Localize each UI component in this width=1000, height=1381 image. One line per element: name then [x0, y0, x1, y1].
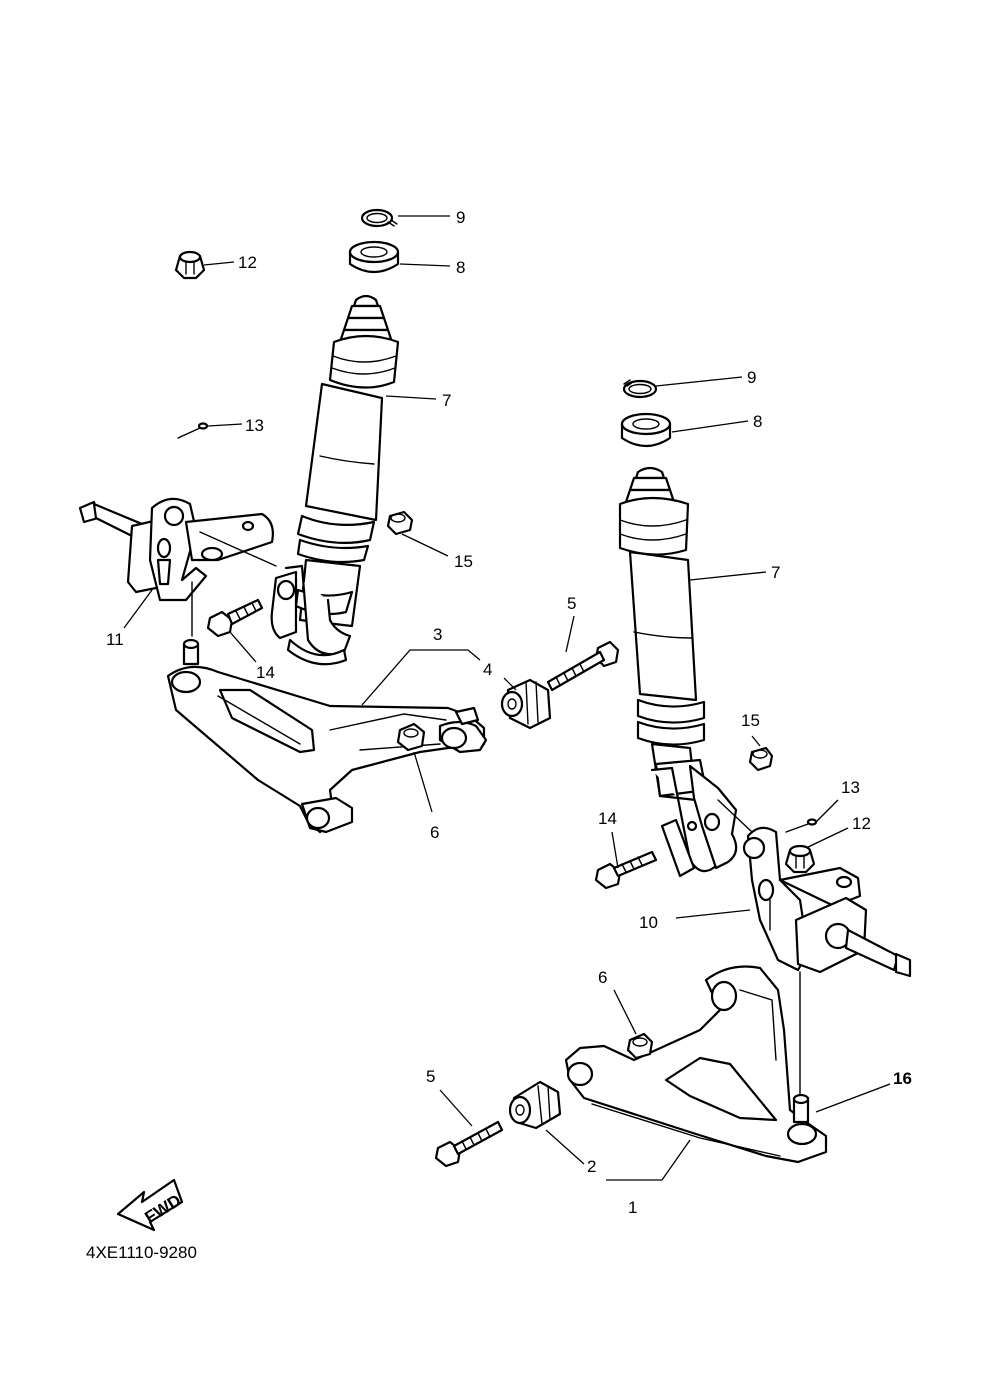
- castle-nut-right: [784, 844, 816, 874]
- callout-14-left: 14: [256, 663, 275, 682]
- callout-labels: 9 8 7 13 12 15 11 14 3 4 5 6 9 8 7 15 13…: [106, 208, 912, 1217]
- cotter-pin-right: [785, 818, 818, 833]
- callout-2: 2: [587, 1157, 596, 1176]
- bolt-left-shock: [206, 598, 264, 638]
- callout-16: 16: [893, 1069, 912, 1088]
- nut-right-arm: [626, 1032, 654, 1060]
- callout-12-right: 12: [852, 814, 871, 833]
- callout-4: 4: [483, 660, 492, 679]
- callout-15-left: 15: [454, 552, 473, 571]
- cotter-pin-left: [177, 422, 209, 439]
- forward-arrow-icon: FWD: [116, 1178, 184, 1232]
- nut-right: [748, 746, 774, 772]
- shock-absorber-left: [270, 294, 400, 666]
- steering-knuckle-left: [78, 497, 277, 602]
- lower-arm-right: [564, 965, 828, 1164]
- shock-absorber-right: [618, 466, 738, 878]
- steering-knuckle-right: [717, 799, 912, 978]
- callout-9-left: 9: [456, 208, 465, 227]
- callout-6-left: 6: [430, 823, 439, 842]
- callout-5-right: 5: [426, 1067, 435, 1086]
- bolt-right-shock: [594, 850, 658, 890]
- circlip-right: [622, 379, 658, 399]
- nut-left-arm: [396, 722, 426, 752]
- bushing-left-arm: [500, 678, 552, 730]
- bushing-right-top: [620, 412, 672, 448]
- callout-7-left: 7: [442, 391, 451, 410]
- callout-5-left: 5: [567, 594, 576, 613]
- lower-arm-left: [166, 638, 488, 834]
- callout-15-right: 15: [741, 711, 760, 730]
- bolt-right-arm: [434, 1120, 504, 1168]
- diagram-code: 4XE1110-9280: [86, 1243, 197, 1262]
- bolt-left-arm: [546, 640, 620, 692]
- callout-11: 11: [106, 630, 124, 649]
- bushing-right-arm: [508, 1080, 562, 1130]
- callout-3: 3: [433, 625, 442, 644]
- bushing-left-top: [348, 240, 400, 274]
- callout-10: 10: [639, 913, 658, 932]
- leader-lines: [123, 215, 891, 1181]
- callout-8-left: 8: [456, 258, 465, 277]
- callout-14-right: 14: [598, 809, 617, 828]
- callout-13-right: 13: [841, 778, 860, 797]
- callout-7-right: 7: [771, 563, 780, 582]
- callout-12-left: 12: [238, 253, 257, 272]
- circlip-left: [360, 208, 398, 228]
- callout-6-right: 6: [598, 968, 607, 987]
- nut-left: [386, 510, 414, 536]
- callout-9-right: 9: [747, 368, 756, 387]
- callout-1: 1: [628, 1198, 637, 1217]
- callout-13-left: 13: [245, 416, 264, 435]
- callout-8-right: 8: [753, 412, 762, 431]
- castle-nut-left: [174, 250, 206, 280]
